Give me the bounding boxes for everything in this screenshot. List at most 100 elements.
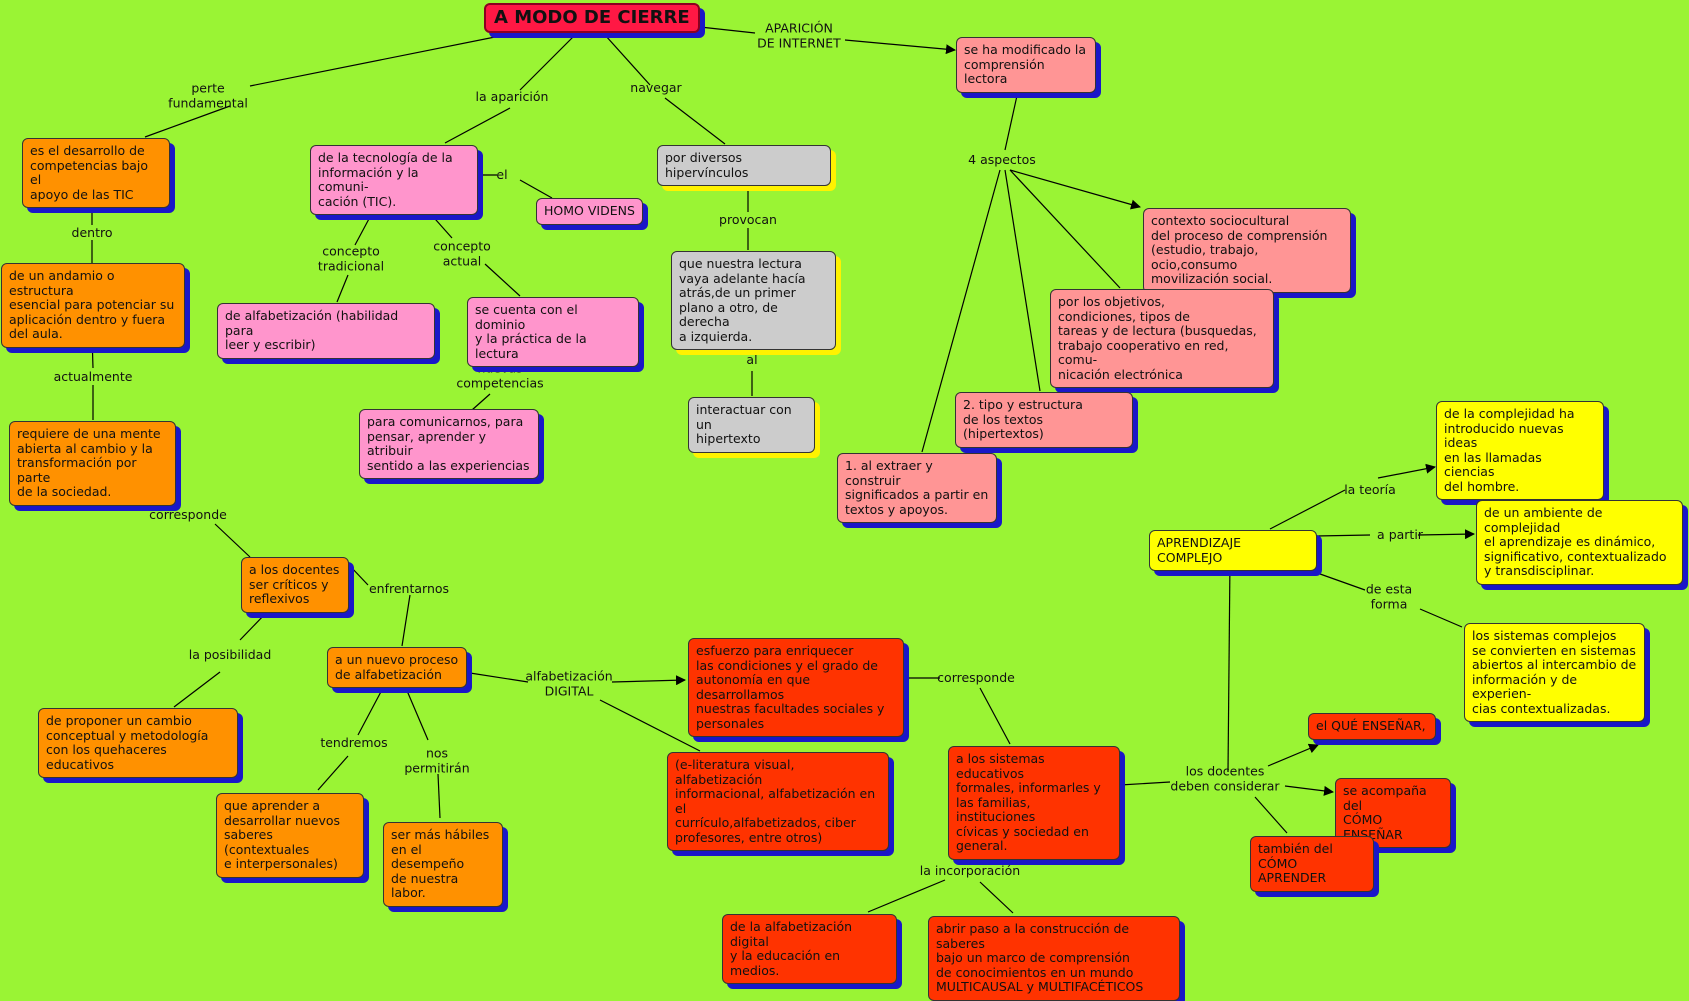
node-sistemas-educativos: a los sistemas educativos formales, info…: [948, 746, 1120, 860]
node-como-ensenar: se acompaña del CÓMO ENSEÑAR: [1335, 778, 1451, 848]
node-lectura-adelante: que nuestra lectura vaya adelante hacía …: [671, 251, 836, 350]
connector: [664, 97, 726, 145]
connector: [1224, 558, 1235, 773]
node-andamio: de un andamio o estructura esencial para…: [1, 263, 185, 348]
node-hipervinculos: por diversos hipervínculos: [657, 145, 831, 186]
node-comprension-lectora: se ha modificado la comprensión lectora: [956, 37, 1096, 93]
connector: [357, 685, 385, 736]
connector: [1004, 169, 1041, 392]
connector: [1254, 796, 1288, 834]
node-mente-abierta: requiere de una mente abierta al cambio …: [9, 421, 176, 506]
connector: [249, 34, 506, 87]
label-corresponde-sistemas: corresponde: [937, 669, 1015, 685]
connector: [599, 699, 701, 752]
node-alfabetizacion-digital: de la alfabetización digital y la educac…: [722, 914, 897, 984]
node-docentes-criticos: a los docentes ser críticos y reflexivos: [241, 557, 349, 613]
connector: [604, 34, 651, 86]
label-de-esta-forma: de esta forma: [1365, 581, 1413, 611]
node-nuevo-proceso: a un nuevo proceso de alfabetización: [327, 647, 467, 688]
node-dominio-lectura: se cuenta con el dominio y la práctica d…: [467, 297, 639, 367]
connector: [1417, 529, 1475, 540]
connector: [401, 594, 411, 647]
connector: [519, 34, 576, 91]
connector: [1315, 534, 1371, 537]
connector: [1267, 743, 1319, 767]
node-que-ensenar: el QUÉ ENSEÑAR,: [1308, 713, 1436, 740]
label-actualmente: actualmente: [53, 368, 133, 384]
connector: [867, 879, 946, 913]
connector: [336, 274, 349, 303]
label-corresponde-docentes: corresponde: [149, 506, 227, 522]
node-comunicarnos: para comunicarnos, para pensar, aprender…: [359, 409, 539, 479]
connector: [214, 523, 251, 558]
label-enfrentarnos: enfrentarnos: [368, 580, 450, 596]
label-provocan: provocan: [719, 211, 777, 227]
connector: [979, 687, 1011, 745]
connector: [484, 263, 521, 297]
node-extraer-significados: 1. al extraer y construir significados a…: [837, 453, 997, 523]
node-como-aprender: también del CÓMO APRENDER: [1250, 836, 1374, 892]
connector: [349, 565, 369, 586]
connector: [1119, 781, 1171, 786]
node-contexto-sociocultural: contexto sociocultural del proceso de co…: [1143, 208, 1351, 293]
connector: [173, 671, 221, 708]
node-e-literatura: (e-literatura visual, alfabetización inf…: [667, 752, 889, 851]
connector: [404, 685, 429, 741]
node-homo-videns: HOMO VIDENS: [536, 198, 643, 225]
connector: [611, 675, 686, 686]
connector: [1004, 81, 1021, 151]
label-el: el: [496, 166, 508, 182]
node-ambiente-complejidad: de un ambiente de complejidad el aprendi…: [1476, 500, 1683, 585]
label-concepto-actual: concepto actual: [433, 238, 491, 268]
node-abrir-paso: abrir paso a la construcción de saberes …: [928, 916, 1180, 1001]
label-4-aspectos: 4 aspectos: [968, 151, 1036, 167]
connector: [1377, 463, 1436, 479]
label-al: al: [746, 351, 758, 367]
node-mas-habiles: ser más hábiles en el desempeño de nuest…: [383, 822, 503, 907]
label-alfabetizacion-digital: alfabetización DIGITAL: [525, 668, 613, 698]
label-perte-fundamental: perte fundamental: [168, 80, 248, 110]
connector: [844, 39, 956, 55]
connector: [469, 672, 529, 683]
label-concepto-tradicional: concepto tradicional: [317, 243, 385, 273]
connector: [699, 26, 756, 34]
node-aprendizaje-complejo: APRENDIZAJE COMPLEJO: [1149, 530, 1317, 571]
connector: [1419, 608, 1463, 628]
label-nos-permitiran: nos permitirán: [404, 745, 470, 775]
connector: [1009, 169, 1121, 289]
connector: [1284, 785, 1334, 796]
label-tendremos: tendremos: [320, 734, 388, 750]
node-sistemas-complejos: los sistemas complejos se convierten en …: [1464, 623, 1645, 722]
node-objetivos: por los objetivos, condiciones, tipos de…: [1050, 289, 1274, 388]
connector: [437, 773, 441, 819]
connector: [317, 755, 349, 791]
node-tecnologia-tic: de la tecnología de la información y la …: [310, 145, 478, 215]
node-aprender-saberes: que aprender a desarrollar nuevos sabere…: [216, 793, 364, 878]
label-la-posibilidad: la posibilidad: [188, 646, 272, 662]
label-dentro: dentro: [71, 224, 113, 240]
map-title: A MODO DE CIERRE: [484, 3, 700, 33]
node-interactuar-hipertexto: interactuar con un hipertexto: [688, 397, 815, 453]
label-aparicion-internet: APARICIÓN DE INTERNET: [757, 20, 841, 50]
label-a-partir: a partir: [1377, 526, 1423, 542]
connector: [239, 611, 268, 641]
node-teoria-complejidad: de la complejidad ha introducido nuevas …: [1436, 401, 1604, 500]
node-alfabetizacion-tradicional: de alfabetización (habilidad para leer y…: [217, 303, 435, 359]
node-desarrollo-competencias: es el desarrollo de competencias bajo el…: [22, 138, 170, 208]
connector: [979, 881, 1014, 914]
label-la-aparicion: la aparición: [475, 88, 549, 104]
node-proponer-cambio: de proponer un cambio conceptual y metod…: [38, 708, 238, 778]
connector: [144, 105, 231, 138]
connector: [921, 169, 1001, 453]
connector: [444, 107, 511, 144]
label-la-incorporacion: la incorporación: [919, 862, 1021, 878]
connector: [1269, 489, 1346, 530]
node-tipo-estructura: 2. tipo y estructura de los textos (hipe…: [955, 392, 1133, 448]
label-los-docentes-deben-considerar: los docentes deben considerar: [1170, 763, 1280, 793]
connector: [519, 179, 553, 199]
connector: [471, 393, 491, 411]
label-navegar: navegar: [630, 79, 682, 95]
node-esfuerzo-enriquecer: esfuerzo para enriquecer las condiciones…: [688, 638, 904, 737]
label-la-teoria: la teoría: [1344, 481, 1396, 497]
